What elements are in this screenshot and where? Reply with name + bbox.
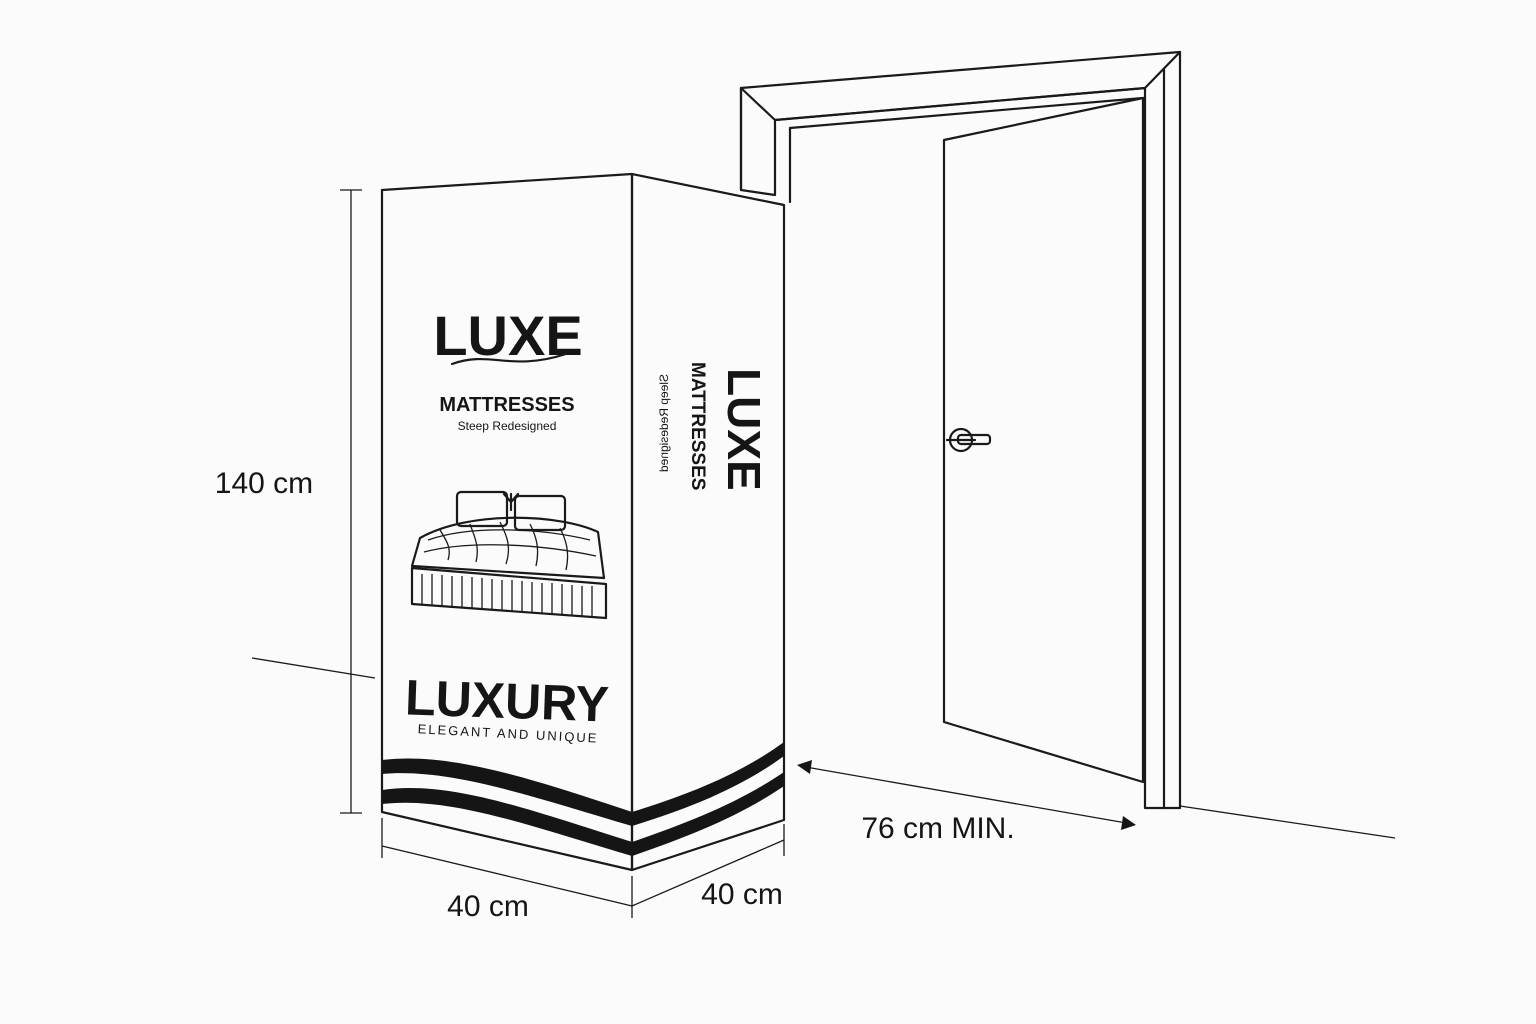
side-product-name: MATTRESSES xyxy=(687,362,708,490)
front-tagline: Steep Redesigned xyxy=(458,419,557,433)
front-panel-branding: LUXE MATTRESSES Steep Redesigned LUXURY … xyxy=(404,304,610,746)
brand-swoosh xyxy=(450,352,568,366)
floor-lines xyxy=(251,657,1396,839)
doorway-label: 76 cm MIN. xyxy=(861,812,1014,845)
box-side-stripes xyxy=(632,742,784,856)
box-front-stripes xyxy=(382,758,632,856)
front-product-name: MATTRESSES xyxy=(439,394,574,416)
door-handle-icon xyxy=(945,427,992,453)
height-dimension: 140 cm xyxy=(215,189,362,814)
depth-dimension: 40 cm xyxy=(631,824,785,911)
width-dimension: 40 cm xyxy=(381,818,633,923)
bed-illustration-icon xyxy=(410,490,608,620)
front-headline: LUXURY xyxy=(404,669,610,732)
side-tagline: Sleep Redesigned xyxy=(657,374,671,472)
height-label: 140 cm xyxy=(215,467,313,500)
dimension-arrow-icon xyxy=(797,760,812,774)
door-frame xyxy=(739,50,1182,810)
front-brand-logo: LUXE xyxy=(433,304,582,367)
width-label: 40 cm xyxy=(447,890,529,923)
side-panel-branding: LUXE MATTRESSES Sleep Redesigned xyxy=(657,362,770,491)
door-panel xyxy=(942,96,1145,784)
dimension-arrow-icon xyxy=(1121,816,1136,830)
depth-label: 40 cm xyxy=(701,878,783,911)
side-brand-logo: LUXE xyxy=(718,368,770,491)
doorway-dimension: 76 cm MIN. xyxy=(797,760,1136,845)
mattress-box xyxy=(380,172,786,872)
